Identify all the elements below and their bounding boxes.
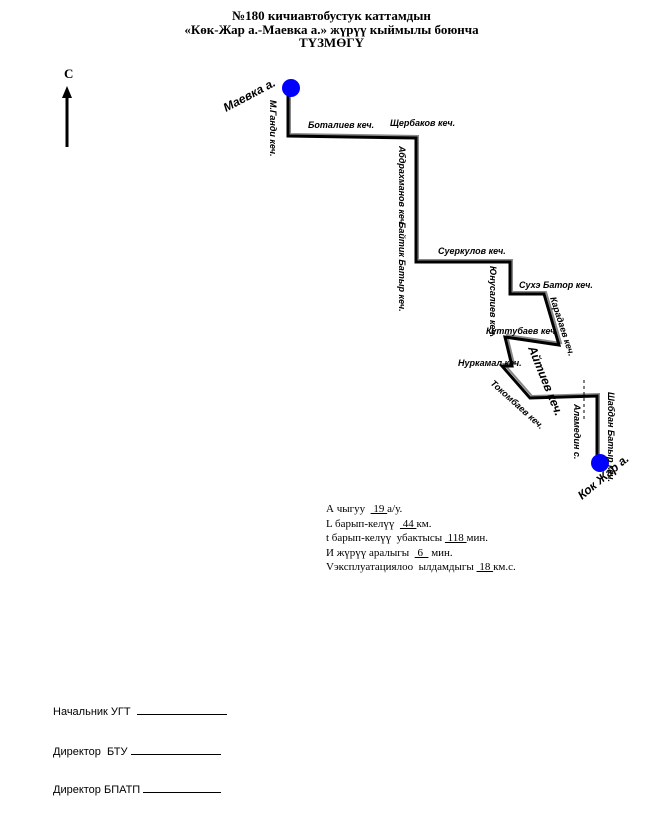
street-label: Токомбаев кеч. <box>489 378 546 431</box>
stat-row: Vэксплуатациялоо ылдамдыгы 18 км.с. <box>326 561 516 573</box>
stat-row: L барып-келүү 44 км. <box>326 517 432 530</box>
stat-row: t барып-келүү убактысы 118 мин. <box>326 532 488 544</box>
north-arrow-icon <box>62 86 72 147</box>
north-label: С <box>64 66 74 81</box>
street-label: Сухэ Батор кеч. <box>519 280 593 290</box>
street-label: Куттубаев кеч. <box>486 326 558 336</box>
street-label: Юнусалиев кеч. <box>488 266 498 337</box>
route-stats: А чыгуу 19 а/у. L барып-келүү 44 км. t б… <box>326 502 516 575</box>
street-label: Айтиев кеч. <box>525 343 566 418</box>
signature-line <box>143 782 222 793</box>
street-label: Аламедин с. <box>572 403 582 459</box>
signature-head-ugt: Начальник УГТ <box>53 704 227 718</box>
signature-director-bpatp: Директор БПАТП <box>53 782 222 796</box>
doc-title-line2: «Көк-Жар а.-Маевка а.» жүрүү кыймылы бою… <box>184 22 479 37</box>
route-line <box>286 88 600 462</box>
stop-end-icon <box>591 454 609 472</box>
stat-row: И жүрүү аралыгы 6 мин. <box>326 546 453 559</box>
street-label: Суеркулов кеч. <box>438 246 506 256</box>
street-label: Щербаков кеч. <box>390 118 455 128</box>
street-label: Байтик Батыр кеч. <box>397 222 407 312</box>
street-label: Нуркамал кеч. <box>458 358 522 368</box>
signature-line <box>130 744 221 755</box>
street-label: Боталиев кеч. <box>308 120 374 130</box>
stat-row: А чыгуу 19 а/у. <box>326 503 403 515</box>
stop-start-icon <box>282 79 300 97</box>
doc-title-line1: №180 кичиавтобустук каттамдын <box>232 8 431 23</box>
street-label: Абдрахманов кеч. <box>397 145 407 227</box>
street-label: Шабдан Батыр кеч. <box>606 392 616 482</box>
signature-line <box>136 704 227 715</box>
doc-title-line3: ТҮЗМӨГҮ <box>299 35 364 50</box>
street-label: М.Ганди кеч. <box>268 100 278 157</box>
signature-director-btu: Директор БТУ <box>53 744 221 758</box>
